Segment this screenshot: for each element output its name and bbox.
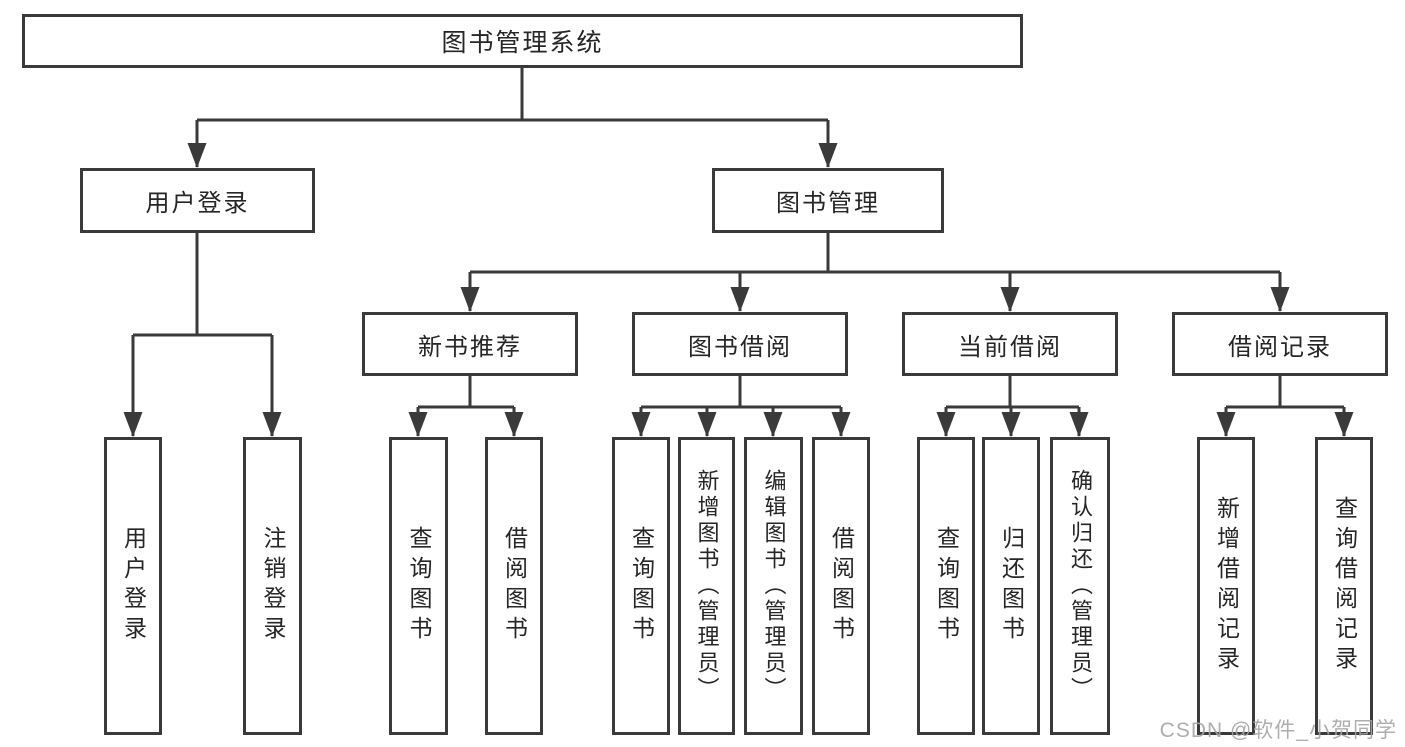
leaf-return-book-label: 归还图书 <box>998 526 1025 646</box>
node-book-management-label: 图书管理 <box>776 190 880 217</box>
node-user-login: 用户登录 <box>80 168 315 233</box>
node-new-book-recommend: 新书推荐 <box>362 312 578 376</box>
leaf-confirm-return-admin-label: 确认归还（管理员） <box>1068 469 1093 703</box>
leaf-borrow-book-label: 借阅图书 <box>828 526 855 646</box>
node-current-borrow: 当前借阅 <box>902 312 1118 376</box>
leaf-borrow-book: 借阅图书 <box>812 437 870 735</box>
leaf-add-book-admin-label: 新增图书（管理员） <box>694 469 720 703</box>
node-new-book-recommend-label: 新书推荐 <box>418 333 522 361</box>
leaf-confirm-return-admin: 确认归还（管理员） <box>1050 437 1110 735</box>
leaf-user-login: 用户登录 <box>104 437 162 735</box>
leaf-add-borrow-record-label: 新增借阅记录 <box>1213 496 1240 676</box>
leaf-logout-label: 注销登录 <box>260 526 286 646</box>
leaf-add-borrow-record: 新增借阅记录 <box>1197 437 1255 735</box>
leaf-recommend-borrow-book-label: 借阅图书 <box>501 526 528 646</box>
leaf-query-borrow-record-label: 查询借阅记录 <box>1331 496 1358 676</box>
node-borrow-record: 借阅记录 <box>1172 312 1388 376</box>
connector-userlogin-to-leaves <box>123 233 282 437</box>
leaf-edit-book-admin: 编辑图书（管理员） <box>744 437 803 735</box>
node-borrow-record-label: 借阅记录 <box>1228 333 1332 361</box>
connector-borrowrecord-to-leaves <box>1216 376 1354 437</box>
leaf-recommend-borrow-book: 借阅图书 <box>485 437 543 735</box>
leaf-edit-book-admin-label: 编辑图书（管理员） <box>761 469 787 703</box>
leaf-return-book: 归还图书 <box>982 437 1040 735</box>
leaf-recommend-query-book: 查询图书 <box>389 437 448 735</box>
leaf-logout: 注销登录 <box>243 437 302 735</box>
leaf-borrow-query-book-label: 查询图书 <box>628 526 655 646</box>
leaf-current-query-book-label: 查询图书 <box>933 526 960 646</box>
leaf-current-query-book: 查询图书 <box>917 437 975 735</box>
leaf-recommend-query-book-label: 查询图书 <box>406 526 432 646</box>
connector-newbookrec-to-leaves <box>408 376 524 437</box>
leaf-query-borrow-record: 查询借阅记录 <box>1315 437 1373 735</box>
leaf-borrow-query-book: 查询图书 <box>612 437 670 735</box>
node-book-management: 图书管理 <box>712 168 944 233</box>
csdn-watermark: CSDN @软件_小贺同学 <box>1159 719 1397 742</box>
node-user-login-label: 用户登录 <box>145 190 250 217</box>
connector-bookmgmt-to-level3 <box>460 233 1290 312</box>
node-root-label: 图书管理系统 <box>441 29 604 57</box>
node-root-system: 图书管理系统 <box>22 14 1023 68</box>
connector-currentborrow-to-leaves <box>936 376 1089 437</box>
node-book-borrow-label: 图书借阅 <box>688 333 792 361</box>
leaf-add-book-admin: 新增图书（管理员） <box>678 437 735 735</box>
node-current-borrow-label: 当前借阅 <box>958 333 1062 361</box>
leaf-user-login-label: 用户登录 <box>120 526 147 646</box>
node-book-borrow: 图书借阅 <box>632 312 848 376</box>
connector-bookborrow-to-leaves <box>631 376 851 437</box>
connector-root-to-level2 <box>187 68 838 168</box>
